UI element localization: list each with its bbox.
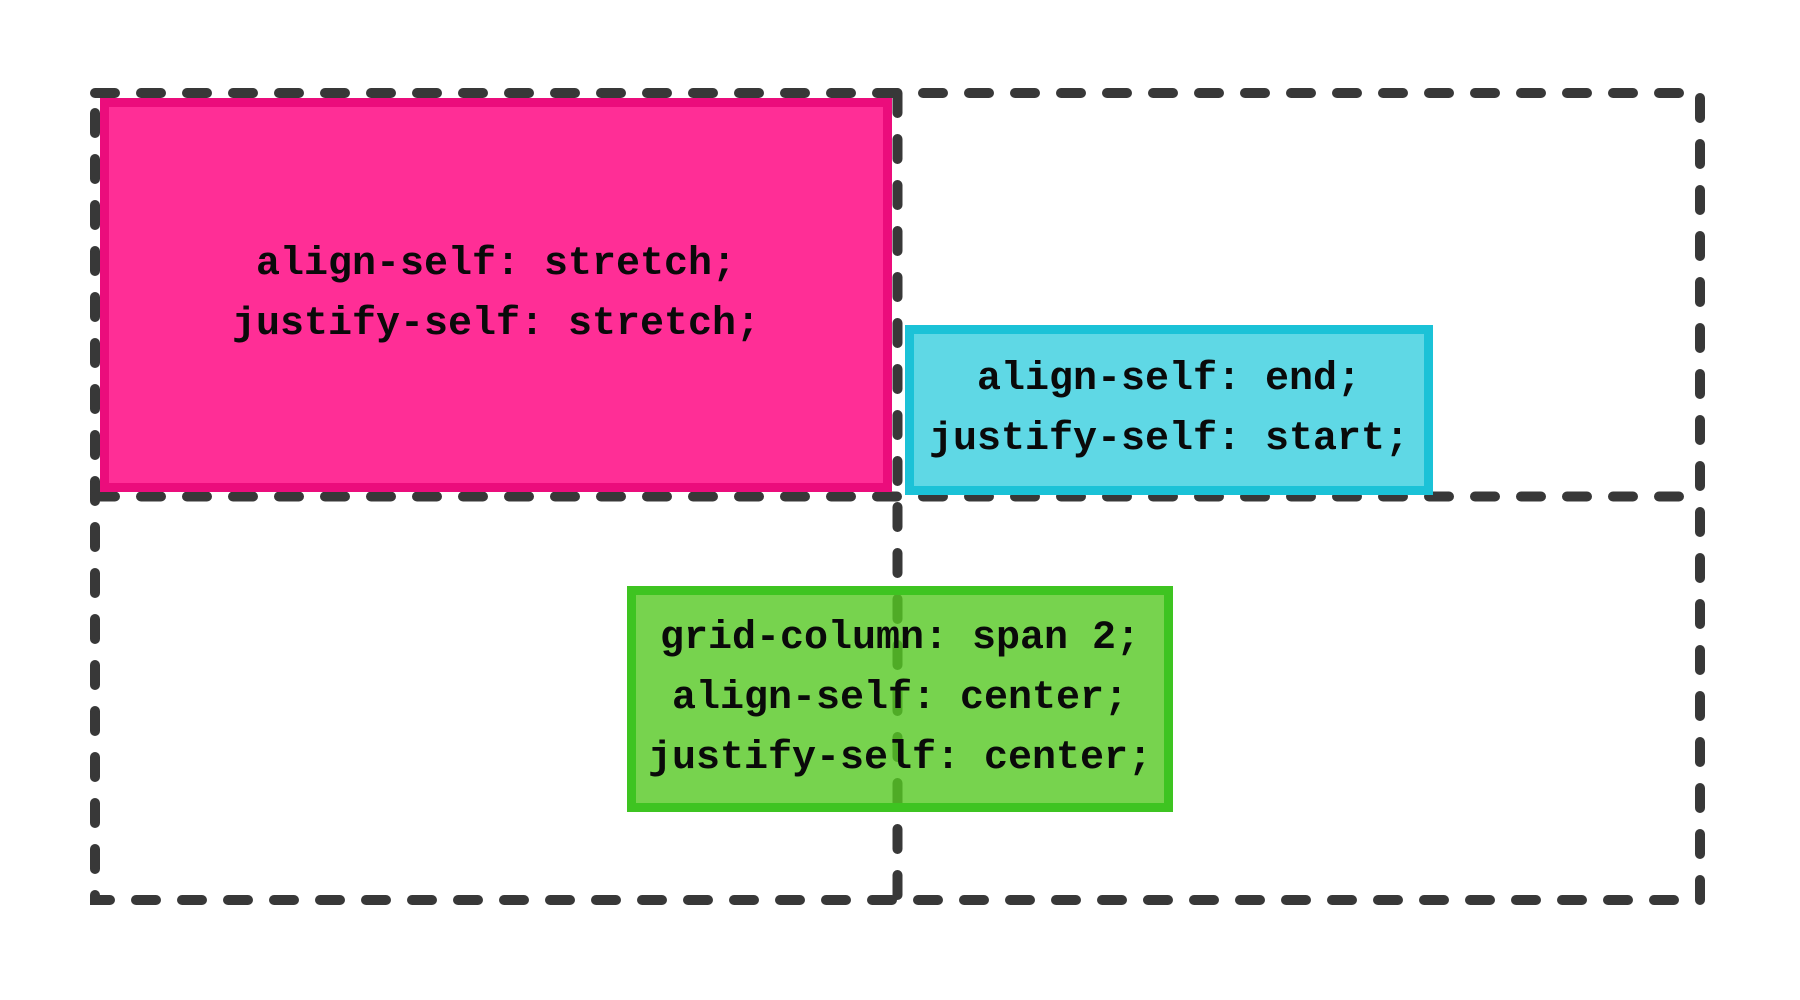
code-line-grid-column-span: grid-column: span 2;: [659, 616, 1141, 661]
grid-item-end-start: align-self: end; justify-self: start;: [905, 325, 1433, 495]
code-line-justify-self-center: justify-self: center;: [647, 736, 1153, 781]
code-line-align-self-end: align-self: end;: [976, 357, 1362, 402]
code-line-justify-self-start: justify-self: start;: [928, 417, 1410, 462]
grid-item-span-center: grid-column: span 2; align-self: center;…: [627, 586, 1173, 812]
grid-item-stretch: align-self: stretch; justify-self: stret…: [100, 98, 892, 492]
code-line-justify-self-stretch: justify-self: stretch;: [231, 302, 761, 347]
code-line-align-self-stretch: align-self: stretch;: [255, 242, 737, 287]
code-line-align-self-center: align-self: center;: [671, 676, 1129, 721]
